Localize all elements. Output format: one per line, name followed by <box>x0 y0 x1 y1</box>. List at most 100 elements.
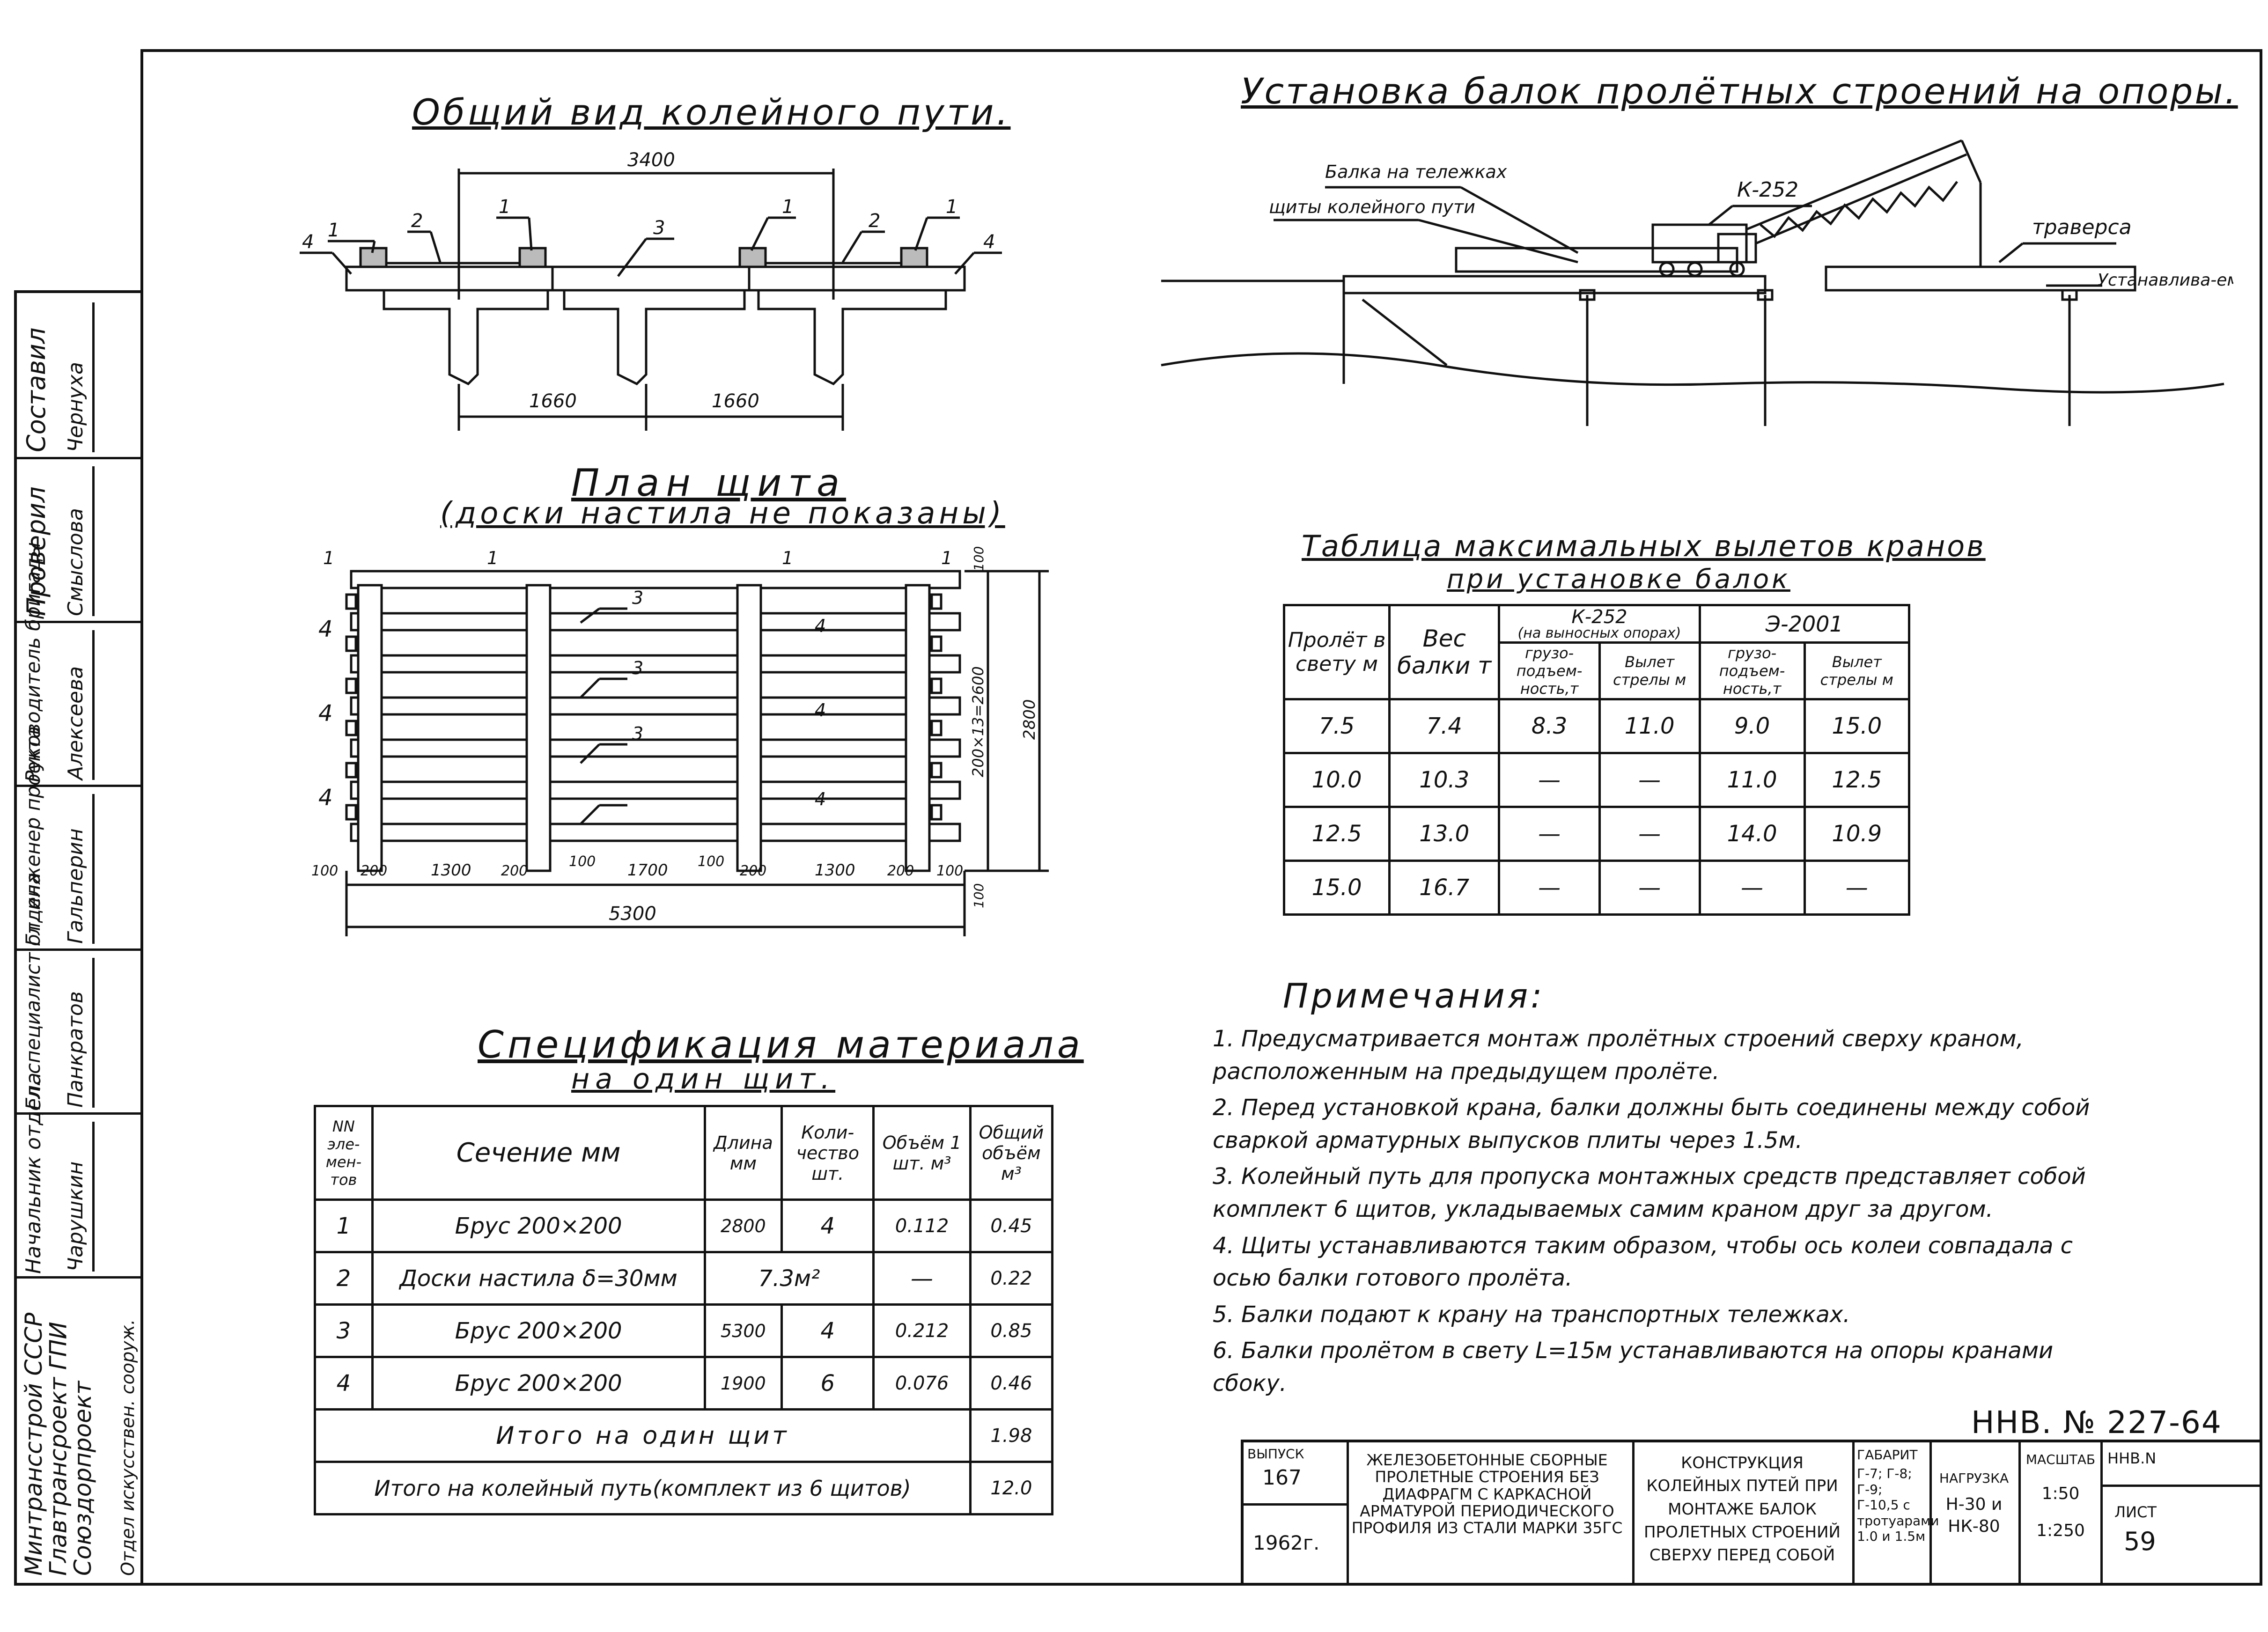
dim-bottom: 1300 <box>815 861 855 880</box>
spec-title: Спецификация материала <box>478 1023 1084 1066</box>
crane-cell: 7.4 <box>1388 698 1501 754</box>
inner-label-4: 4 <box>815 616 826 636</box>
crane-cell: 13.0 <box>1388 806 1501 862</box>
label-1: 1 <box>499 196 510 218</box>
label-4: 4 <box>983 231 995 253</box>
spec-header: Общий объём м³ <box>969 1105 1054 1201</box>
panel-plan-subtitle: (доски настила не показаны) <box>440 496 1005 531</box>
spec-cell: — <box>872 1251 972 1306</box>
crane-header-sub: (на выносных опорах) <box>1517 625 1681 641</box>
notes-list: 1. Предусматривается монтаж пролётных ст… <box>1213 1023 2102 1400</box>
crane-header: Пролёт в свету м <box>1282 604 1391 700</box>
spec-cell: Доски настила δ=30мм <box>371 1251 706 1306</box>
spec-header: Коли-чество шт. <box>781 1105 875 1201</box>
tb-year: 1962г. <box>1253 1531 1320 1554</box>
spec-cell: 0.85 <box>969 1303 1054 1358</box>
crane-cell: — <box>1598 806 1701 862</box>
spec-cell: 0.22 <box>969 1251 1054 1306</box>
spec-cell: 4 <box>781 1198 875 1253</box>
stamp-name: Панкратов <box>64 958 95 1108</box>
crane-cell: 10.3 <box>1388 752 1501 808</box>
spec-total-track-label: Итого на колейный путь(комплект из 6 щит… <box>314 1461 972 1515</box>
crane-cell: — <box>1698 860 1806 916</box>
notes-heading: Примечания: <box>1283 976 1545 1015</box>
panel-plan-drawing: 1 1 3 1 1 4 4 4 3 3 4 4 4 100 200 1300 2… <box>311 546 1049 936</box>
crane-header: К-252 <box>1571 606 1627 628</box>
label-installed-beam: Устанавлива-емая балка <box>2098 271 2233 290</box>
crane-cell: — <box>1598 860 1701 916</box>
dim-side-inner: 200×13=2600 <box>969 666 987 777</box>
install-title: Установка балок пролётных строений на оп… <box>1241 70 2238 112</box>
crane-cell: 10.0 <box>1282 752 1391 808</box>
spec-cell: 5300 <box>703 1303 783 1358</box>
dim-bottom: 200 <box>501 863 528 879</box>
tb-nnv-label: ННВ.N <box>2107 1449 2157 1467</box>
crane-cell: 10.9 <box>1803 806 1911 862</box>
crane-cell: — <box>1803 860 1911 916</box>
spec-cell: 4 <box>781 1303 875 1358</box>
crane-cell: 9.0 <box>1698 698 1806 754</box>
side-label-4: 4 <box>318 616 333 642</box>
top-label: 1 <box>941 548 952 568</box>
crane-cell: 15.0 <box>1803 698 1911 754</box>
dim-bottom: 200 <box>740 863 766 879</box>
spec-header: Сечение мм <box>371 1105 706 1201</box>
label-1: 1 <box>782 196 794 218</box>
crane-cell: — <box>1498 806 1601 862</box>
crane-table-title: Таблица максимальных вылетов кранов <box>1302 529 1986 563</box>
spec-cell: 0.076 <box>872 1356 972 1411</box>
dim-bottom: 100 <box>569 853 596 870</box>
crane-cell: 12.5 <box>1282 806 1391 862</box>
dim-bottom: 200 <box>887 863 914 879</box>
spec-cell: 1 <box>314 1198 374 1253</box>
crane-header: Э-2001 <box>1698 604 1911 644</box>
spec-cell: 7.3м² <box>703 1251 875 1306</box>
tb-scale-label: МАСШТАБ <box>2025 1452 2096 1467</box>
spec-table: NN эле-мен-тов Сечение мм Длина мм Коли-… <box>314 1105 1054 1515</box>
spec-subtitle: на один щит. <box>571 1063 836 1095</box>
crane-header: Вылет стрелы м <box>1598 641 1701 700</box>
dim-bottom: 200 <box>361 863 387 879</box>
label-3: 3 <box>653 217 665 239</box>
stamp-name: Алексеева <box>64 630 95 780</box>
spec-cell: Брус 200×200 <box>371 1356 706 1411</box>
crane-header: грузо-подъем-ность,т <box>1698 641 1806 700</box>
tb-load: Н-30 и НК-80 <box>1945 1495 2003 1536</box>
crane-cell: 7.5 <box>1282 698 1391 754</box>
inner-label-3: 3 <box>632 658 643 678</box>
dim-right: 1660 <box>712 390 759 412</box>
stamp-org: Минтрансстрой СССР Главтрансроект ГПИ Со… <box>20 1312 96 1576</box>
spec-total-track-value: 12.0 <box>969 1461 1054 1515</box>
top-label: 1 <box>782 548 793 568</box>
note-item: 5. Балки подают к крану на транспортных … <box>1213 1301 1850 1328</box>
dim-top: 3400 <box>627 149 675 171</box>
inner-label-3: 3 <box>632 588 643 608</box>
tb-issue-label: ВЫПУСК <box>1247 1446 1304 1462</box>
side-stamp: Составил Чернуха Проверил Смыслова Руков… <box>14 290 143 1586</box>
spec-cell: 0.45 <box>969 1198 1054 1253</box>
spec-cell: 4 <box>314 1356 374 1411</box>
label-4: 4 <box>302 231 314 253</box>
top-label: 1 <box>323 548 334 568</box>
label-beam-trolleys: Балка на тележках <box>1325 162 1507 182</box>
stamp-name: Чарушкин <box>64 1122 95 1272</box>
dim-total: 5300 <box>609 903 656 925</box>
crane-header: Вылет стрелы м <box>1803 641 1911 700</box>
spec-cell: 0.46 <box>969 1356 1054 1411</box>
crane-cell: 11.0 <box>1598 698 1701 754</box>
tb-load-label: НАГРУЗКА <box>1939 1470 2009 1486</box>
stamp-role: Начальник отдела <box>22 1072 45 1274</box>
inner-label-4: 4 <box>815 789 826 809</box>
crane-cell: 14.0 <box>1698 806 1806 862</box>
crane-table-subtitle: при установке балок <box>1447 564 1790 595</box>
crane-cell: 12.5 <box>1803 752 1911 808</box>
spec-header: Объём 1 шт. м³ <box>872 1105 972 1201</box>
spec-cell: 2800 <box>703 1198 783 1253</box>
side-label-4: 4 <box>318 700 333 727</box>
note-item: 1. Предусматривается монтаж пролётных ст… <box>1213 1026 2024 1085</box>
tb-gabarit: Г-7; Г-8; Г-9; Г-10,5 с тротуарами 1.0 и… <box>1857 1466 1939 1544</box>
dim-bottom: 100 <box>698 853 724 870</box>
crane-table: Пролёт в свету м Вес балки т К-252 (на в… <box>1282 604 1911 916</box>
dim-bottom: 100 <box>936 863 963 879</box>
crane-cell: 15.0 <box>1282 860 1391 916</box>
